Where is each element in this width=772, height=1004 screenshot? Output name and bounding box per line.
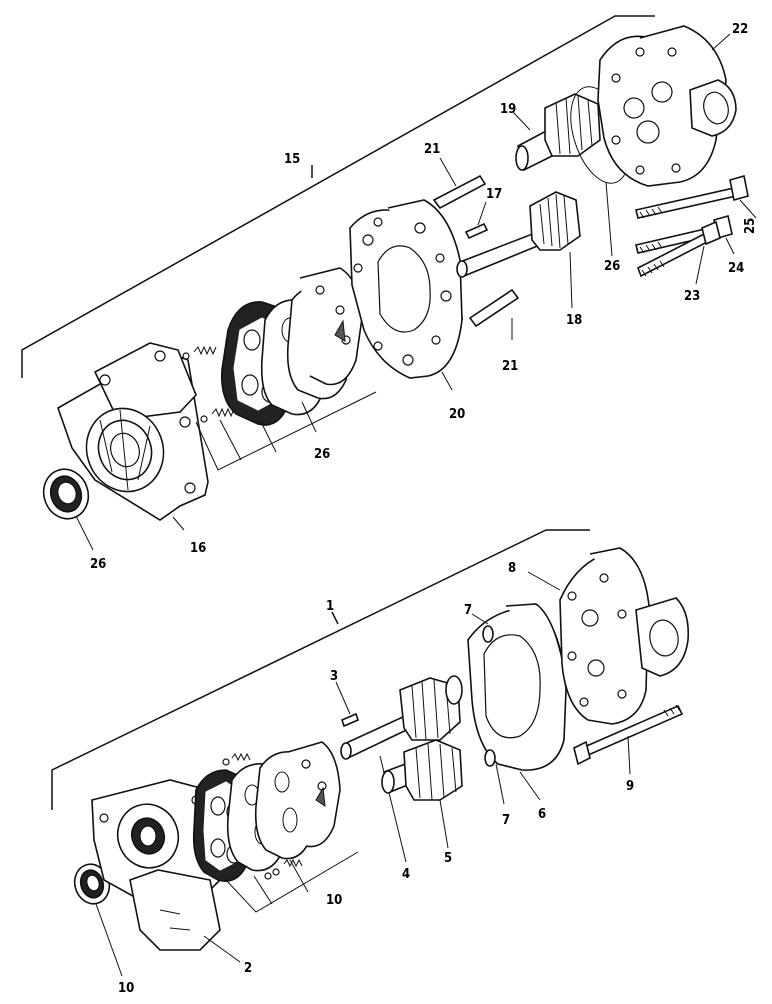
- bolts-23-24-25: [635, 174, 749, 278]
- callout-16: 16: [190, 541, 206, 556]
- callout-labels: 22 19 21 15 17 25 26 24 23 18 21 20 26 1…: [90, 22, 758, 996]
- gasket-and-plates-lower: [192, 741, 341, 882]
- springs-upper: [182, 345, 235, 423]
- assembly-15-bracket: [21, 15, 655, 378]
- callout-21-top: 21: [424, 142, 440, 157]
- rear-cover-8: [559, 547, 690, 725]
- callout-21-bottom: 21: [502, 359, 518, 374]
- rear-cover-22: [597, 25, 737, 187]
- callout-20: 20: [449, 407, 465, 422]
- callout-26-gasket: 26: [314, 447, 330, 462]
- leader-lines-10: [225, 851, 359, 913]
- key-3: [341, 712, 359, 728]
- callout-17: 17: [486, 187, 502, 202]
- key-17: [464, 222, 489, 240]
- callout-26-seal: 26: [90, 557, 106, 572]
- callout-15: 15: [284, 152, 300, 167]
- bolt-9: [573, 704, 684, 766]
- callout-2: 2: [244, 961, 252, 976]
- callout-26-oring: 26: [604, 259, 620, 274]
- leader-lines-26: [195, 391, 377, 471]
- callout-4: 4: [402, 867, 410, 882]
- front-housing-16: [57, 342, 209, 521]
- callout-6: 6: [538, 807, 546, 822]
- dowel-pins-21: [432, 174, 520, 328]
- drive-gear-18: [456, 191, 581, 278]
- seal-26-upper: [42, 468, 90, 520]
- callout-7-bottom: 7: [502, 813, 510, 828]
- callout-24: 24: [728, 261, 744, 276]
- gear-housing-6: [467, 603, 567, 771]
- callout-22: 22: [732, 22, 748, 37]
- callout-1: 1: [326, 599, 334, 614]
- drive-gear-4: [340, 675, 463, 760]
- callout-23: 23: [684, 289, 700, 304]
- callout-19: 19: [500, 102, 516, 117]
- idler-gear-19: [515, 93, 601, 172]
- assembly-1-bracket: [51, 529, 590, 810]
- springs-lower: [222, 752, 303, 880]
- gear-housing-20: [349, 199, 463, 379]
- callout-7-top: 7: [464, 603, 472, 618]
- callout-9: 9: [626, 779, 634, 794]
- callout-3: 3: [330, 669, 338, 684]
- callout-8: 8: [508, 561, 516, 576]
- callout-5: 5: [444, 851, 452, 866]
- wear-plates-upper: [260, 267, 363, 416]
- callout-10-seal: 10: [118, 981, 134, 996]
- callout-10-plates: 10: [326, 893, 342, 908]
- callout-25: 25: [743, 218, 758, 234]
- driven-gear-5: [381, 739, 463, 801]
- callout-18: 18: [566, 313, 582, 328]
